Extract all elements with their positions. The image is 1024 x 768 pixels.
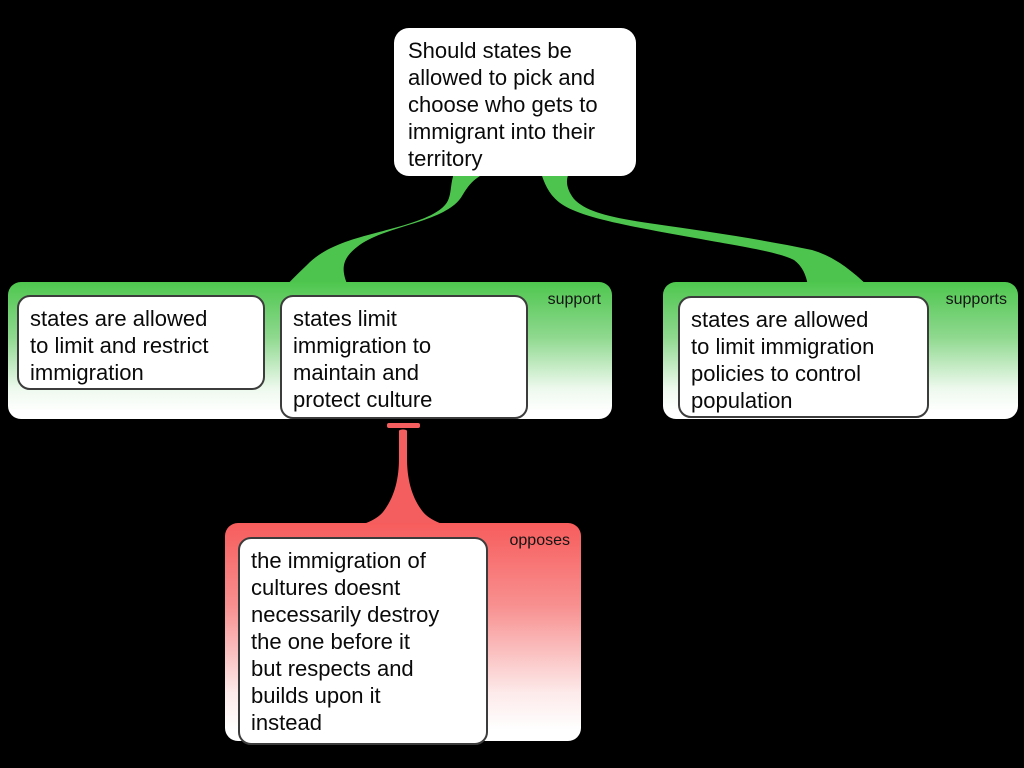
support-connector-right-ribbon — [541, 173, 868, 286]
group-label-support: support — [547, 291, 601, 308]
support-connector-left-ribbon — [286, 173, 486, 286]
claim-cultures-build-upon[interactable]: the immigration of cultures doesnt neces… — [238, 537, 488, 745]
claim-limit-restrict-immigration[interactable]: states are allowed to limit and restrict… — [17, 295, 265, 390]
claim-protect-culture[interactable]: states limit immigration to maintain and… — [280, 295, 528, 419]
oppose-connector-stem — [364, 429, 442, 524]
support-group-right[interactable]: supports states are allowed to limit imm… — [663, 282, 1018, 419]
group-label-supports: supports — [945, 291, 1007, 308]
root-claim-node[interactable]: Should states be allowed to pick and cho… — [394, 28, 636, 176]
oppose-connector-bar — [387, 423, 420, 428]
group-label-opposes: opposes — [509, 532, 571, 549]
claim-control-population[interactable]: states are allowed to limit immigration … — [678, 296, 929, 418]
oppose-group[interactable]: opposes the immigration of cultures does… — [225, 523, 581, 745]
support-group-left[interactable]: support states are allowed to limit and … — [8, 282, 612, 419]
